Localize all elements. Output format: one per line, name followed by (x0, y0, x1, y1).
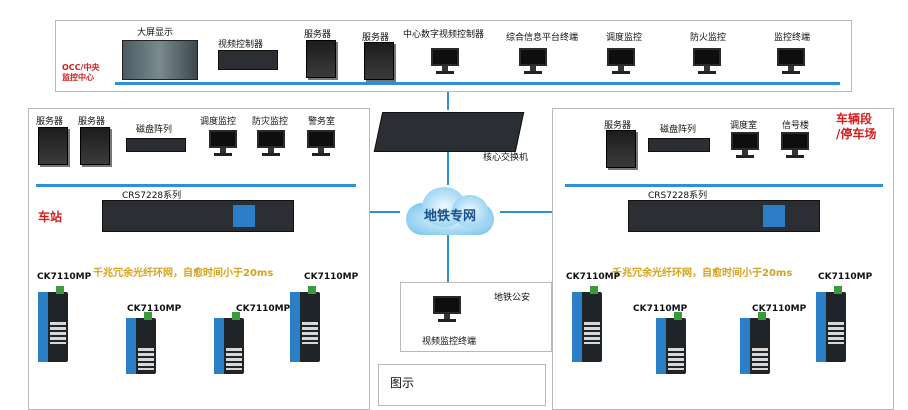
video-wall-icon (122, 40, 198, 80)
depot-device-label: 服务器 (604, 121, 632, 131)
station-switch-label: CRS7228系列 (122, 191, 182, 201)
station-device-label: 磁盘阵列 (136, 125, 173, 135)
depot-device-label: 调度室 (730, 121, 758, 131)
occ-device-label: 防火监控 (690, 33, 727, 43)
industrial-switch-icon (38, 286, 68, 362)
industrial-switch-icon (740, 312, 770, 374)
police-terminal-label: 视频监控终端 (422, 337, 477, 347)
station-title: 车站 (38, 210, 63, 224)
server-icon (80, 127, 110, 165)
server-icon (306, 40, 336, 78)
ring-node-label: CK7110MP (127, 304, 182, 314)
depot-ring-text: 千兆冗余光纤环网，自愈时间小于20ms (612, 268, 793, 279)
depot-bus (565, 184, 883, 187)
monitor-icon (516, 48, 550, 76)
occ-device-label: 大屏显示 (137, 28, 174, 38)
occ-device-label: 服务器 (362, 33, 390, 43)
depot-switch-label: CRS7228系列 (648, 191, 708, 201)
police-title: 地铁公安 (494, 293, 531, 303)
monitor-icon (690, 48, 724, 76)
ring-node-label: CK7110MP (633, 304, 688, 314)
disk-array-icon (648, 138, 710, 152)
ring-node-label: CK7110MP (818, 272, 873, 282)
occ-device-label: 视频控制器 (218, 40, 264, 50)
industrial-switch-icon (126, 312, 156, 374)
monitor-icon (428, 48, 462, 76)
server-icon (606, 130, 636, 168)
legend-title: 图示 (390, 376, 415, 390)
industrial-switch-icon (816, 286, 846, 362)
depot-switch-icon (628, 200, 820, 232)
depot-panel (552, 108, 894, 410)
depot-device-label: 磁盘阵列 (660, 125, 697, 135)
station-switch-icon (102, 200, 294, 232)
station-device-label: 防灾监控 (252, 117, 289, 127)
server-icon (38, 127, 68, 165)
industrial-switch-icon (214, 312, 244, 374)
disk-array-icon (126, 138, 186, 152)
occ-device-label: 调度监控 (606, 33, 643, 43)
industrial-switch-icon (656, 312, 686, 374)
police-panel (400, 282, 552, 352)
core-switch-icon (373, 112, 525, 152)
cloud-label: 地铁专网 (423, 209, 476, 224)
depot-device-label: 信号楼 (782, 121, 810, 131)
occ-zone-label: OCC/中央 监控中心 (62, 63, 100, 82)
monitor-icon (778, 132, 812, 160)
occ-device-label: 监控终端 (774, 33, 811, 43)
industrial-switch-icon (290, 286, 320, 362)
ring-node-label: CK7110MP (37, 272, 92, 282)
station-bus (36, 184, 356, 187)
occ-bus (115, 82, 840, 85)
monitor-icon (254, 130, 288, 158)
industrial-switch-icon (572, 286, 602, 362)
video-controller-icon (218, 50, 278, 70)
monitor-icon (206, 130, 240, 158)
occ-device-label: 中心数字视频控制器 (403, 30, 485, 40)
depot-title: 车辆段 /停车场 (836, 112, 877, 141)
ring-node-label: CK7110MP (236, 304, 291, 314)
monitor-icon (774, 48, 808, 76)
monitor-icon (430, 296, 464, 324)
monitor-icon (604, 48, 638, 76)
station-device-label: 调度监控 (200, 117, 237, 127)
station-device-label: 服务器 (36, 117, 64, 127)
cloud-icon: 地铁专网 (398, 185, 502, 237)
occ-device-label: 服务器 (304, 30, 332, 40)
core-switch-label: 核心交换机 (483, 153, 529, 163)
server-icon (364, 42, 394, 80)
occ-device-label: 综合信息平台终端 (506, 33, 579, 43)
ring-node-label: CK7110MP (304, 272, 359, 282)
station-device-label: 服务器 (78, 117, 106, 127)
station-device-label: 警务室 (308, 117, 336, 127)
monitor-icon (304, 130, 338, 158)
station-ring-text: 千兆冗余光纤环网，自愈时间小于20ms (93, 268, 274, 279)
ring-node-label: CK7110MP (566, 272, 621, 282)
ring-node-label: CK7110MP (752, 304, 807, 314)
monitor-icon (728, 132, 762, 160)
